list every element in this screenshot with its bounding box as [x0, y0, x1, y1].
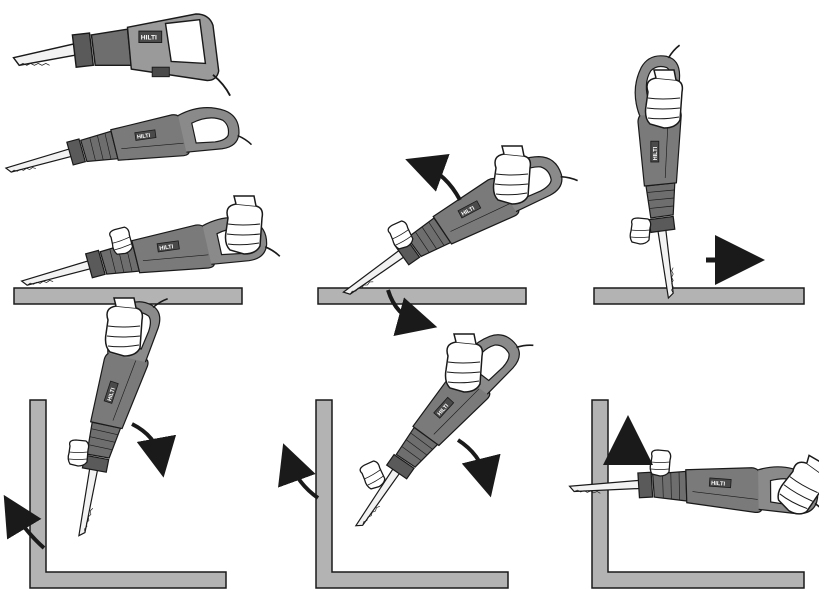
hand-grip-icon	[494, 146, 531, 204]
saw-side-view-panel: HILTI	[13, 14, 230, 96]
reciprocating-saw-icon	[331, 316, 534, 535]
corner-plunge-angle-panel	[290, 316, 535, 588]
reciprocating-saw-icon	[1, 102, 251, 181]
hand-grip-icon	[650, 450, 670, 476]
corner-wall	[316, 400, 508, 588]
flush-cut-wall-panel	[569, 400, 819, 588]
corner-plunge-left-panel	[14, 285, 226, 588]
corner-wall	[30, 400, 226, 588]
hand-grip-icon	[68, 440, 88, 466]
rotate-arrow-icon	[132, 424, 160, 458]
hand-grip-icon	[226, 196, 263, 254]
svg-text:HILTI: HILTI	[141, 35, 157, 42]
work-surface	[594, 288, 804, 304]
rotate-arrow-icon	[424, 166, 460, 200]
reciprocating-saw-icon: HILTI	[13, 14, 230, 96]
plunge-tilt-panel	[318, 140, 578, 322]
hand-grip-icon	[630, 218, 650, 244]
flat-cut-start-panel	[14, 196, 280, 304]
vertical-cut-panel	[594, 45, 804, 304]
rotate-arrow-icon	[290, 462, 318, 498]
rotate-arrow-icon	[458, 440, 486, 478]
reciprocating-saw-icon	[327, 140, 578, 303]
saw-three-quarter-view-panel	[1, 102, 251, 181]
